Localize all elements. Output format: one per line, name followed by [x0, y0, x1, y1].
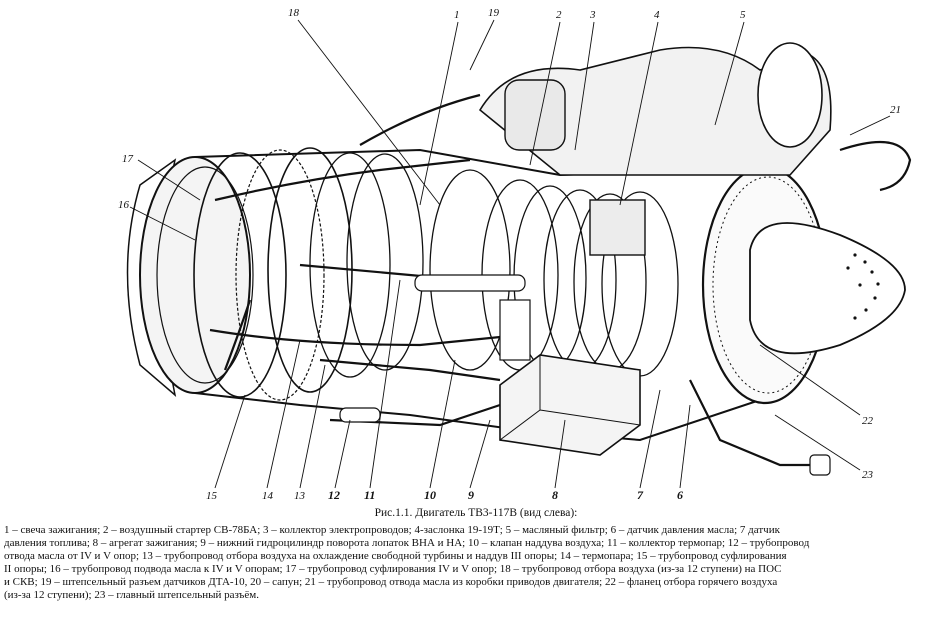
callout-numbers: 1 2 3 4 5 18 19 21 17 16 22 23 15 14 13 … [118, 7, 901, 502]
callout-13: 13 [294, 490, 306, 502]
callout-12: 12 [328, 488, 340, 502]
callout-19: 19 [488, 7, 500, 19]
figure-title: Рис.1.1. Двигатель ТВ3-117В (вид слева): [374, 507, 578, 519]
legend-line: давления топлива; 8 – агрегат зажигания;… [4, 537, 810, 549]
callout-leaders [129, 19, 891, 489]
callout-11: 11 [364, 488, 375, 502]
legend-line: и СКВ; 19 – штепсельный разъем датчиков … [4, 576, 778, 588]
callout-18: 18 [288, 7, 300, 19]
callout-1: 1 [454, 9, 460, 21]
engine-drawing [126, 42, 912, 476]
callout-2: 2 [556, 9, 562, 21]
legend-line: II опоры; 16 – трубопровод подвода масла… [4, 563, 782, 575]
legend-line: 1 – свеча зажигания; 2 – воздушный старт… [4, 524, 780, 536]
callout-7: 7 [637, 488, 644, 502]
callout-10: 10 [424, 488, 436, 502]
engine-illustration: 1 2 3 4 5 18 19 21 17 16 22 23 15 14 13 … [118, 7, 912, 502]
callout-17: 17 [122, 153, 134, 165]
legend-line: отвода масла от IV и V опор; 13 – трубоп… [4, 550, 787, 562]
callout-22: 22 [862, 415, 874, 427]
callout-15: 15 [206, 490, 218, 502]
callout-5: 5 [740, 9, 746, 21]
callout-16: 16 [118, 199, 130, 211]
callout-8: 8 [552, 488, 558, 502]
callout-6: 6 [677, 488, 683, 502]
callout-9: 9 [468, 488, 474, 502]
legend-line: (из-за 12 ступени); 23 – главный штепсел… [4, 589, 259, 601]
callout-21: 21 [890, 104, 901, 116]
callout-4: 4 [654, 9, 660, 21]
figure-legend: 1 – свеча зажигания; 2 – воздушный старт… [0, 524, 952, 602]
callout-14: 14 [262, 490, 274, 502]
figure-caption: Рис.1.1. Двигатель ТВ3-117В (вид слева):… [0, 505, 952, 618]
callout-23: 23 [862, 469, 874, 481]
callout-3: 3 [589, 9, 596, 21]
